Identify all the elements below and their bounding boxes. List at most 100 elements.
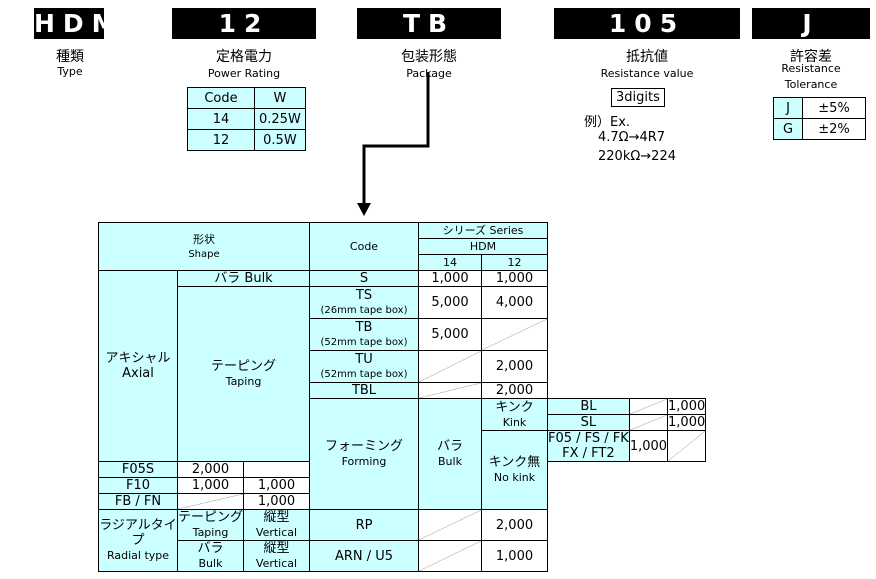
tolerance-code: J (773, 97, 803, 119)
value-cell: 2,000 (481, 350, 548, 383)
arrow-connector (357, 72, 430, 216)
value-cell: 1,000 (481, 540, 548, 572)
value-cell: 4,000 (481, 286, 548, 319)
value-cell: 2,000 (481, 382, 548, 399)
tolerance-label-jp: 許容差 (790, 49, 832, 65)
code-block-tolerance: J (752, 8, 870, 39)
code-block-power: 12 (172, 8, 316, 39)
code-s: S (309, 270, 419, 287)
empty-cell (481, 318, 548, 351)
table-row: 12 0.5W (187, 129, 306, 151)
code-sl: SL (547, 414, 630, 431)
tolerance-label-en: Resistance (781, 62, 841, 75)
col-14-header: 14 (418, 254, 482, 271)
digits-box: 3digits (611, 88, 665, 107)
code-header: Code (309, 222, 419, 271)
table-row: TBL 2,000 (99, 382, 706, 399)
power-label-jp: 定格電力 (216, 49, 272, 65)
power-value: 0.5W (254, 129, 306, 151)
code-arn: ARN / U5 (309, 540, 419, 572)
code-f05s: F05S (98, 461, 178, 478)
resistance-label-en: Resistance value (600, 67, 694, 80)
power-value: 0.25W (254, 108, 306, 130)
resistance-label-jp: 抵抗値 (626, 49, 668, 65)
col-12-header: 12 (481, 254, 548, 271)
empty-cell (418, 509, 482, 541)
value-cell: 5,000 (418, 318, 482, 351)
table-row: F10 1,000 1,000 (98, 477, 706, 494)
value-cell: 2,000 (177, 461, 244, 478)
power-rating-table: Code W 14 0.25W 12 0.5W (187, 87, 306, 151)
table-row: TB(52mm tape box) 5,000 (99, 318, 706, 351)
tolerance-code: G (773, 118, 803, 140)
tolerance-value: ±2% (802, 118, 866, 140)
example-2: 220kΩ→224 (598, 149, 676, 164)
empty-cell (418, 540, 482, 572)
hdm-header: HDM (418, 238, 548, 255)
tolerance-value: ±5% (802, 97, 866, 119)
code-f10: F10 (98, 477, 178, 494)
power-label-en: Power Rating (207, 67, 281, 80)
value-cell: 1,000 (667, 414, 707, 431)
table-row: J ±5% (773, 97, 866, 119)
code-ts: TS(26mm tape box) (309, 286, 419, 319)
series-header: シリーズ Series (418, 222, 548, 239)
power-code: 12 (187, 129, 255, 151)
value-cell: 1,000 (177, 477, 244, 494)
code-tbl: TBL (309, 382, 419, 399)
value-cell: 1,000 (243, 493, 310, 510)
table-row: 14 0.25W (187, 108, 306, 130)
table-row: G ±2% (773, 118, 866, 140)
code-block-package: TB (357, 8, 501, 39)
power-header-code: Code (187, 87, 255, 109)
value-cell: 1,000 (667, 398, 707, 415)
code-fb: FB / FN (98, 493, 178, 510)
table-row: SL 1,000 (99, 414, 707, 431)
empty-cell (418, 382, 482, 399)
code-rp: RP (309, 509, 419, 541)
empty-cell (628, 414, 669, 431)
code-block-type: HDM (34, 8, 125, 39)
tolerance-label-en2: Tolerance (784, 78, 838, 91)
power-header-w: W (254, 87, 306, 109)
tolerance-table: J ±5% G ±2% (773, 97, 866, 140)
example-1: 4.7Ω→4R7 (598, 130, 666, 145)
code-tu: TU(52mm tape box) (309, 350, 419, 383)
empty-cell (243, 461, 310, 478)
code-bl: BL (547, 398, 630, 415)
table-row: F05S 2,000 (98, 461, 706, 478)
value-cell: 1,000 (418, 270, 482, 287)
empty-cell (628, 398, 669, 415)
value-cell: 1,000 (243, 477, 310, 494)
empty-cell (418, 350, 482, 383)
type-label-en: Type (57, 65, 83, 78)
code-block-resistance: 105 (554, 8, 740, 39)
value-cell: 1,000 (481, 270, 548, 287)
power-code: 14 (187, 108, 255, 130)
package-label-jp: 包装形態 (401, 49, 457, 65)
axial-bulk-label: バラ Bulk (177, 270, 310, 287)
type-label-jp: 種類 (56, 49, 84, 65)
empty-cell (177, 493, 244, 510)
code-tb: TB(52mm tape box) (309, 318, 419, 351)
value-cell: 2,000 (481, 509, 548, 541)
empty-cell (667, 430, 707, 462)
